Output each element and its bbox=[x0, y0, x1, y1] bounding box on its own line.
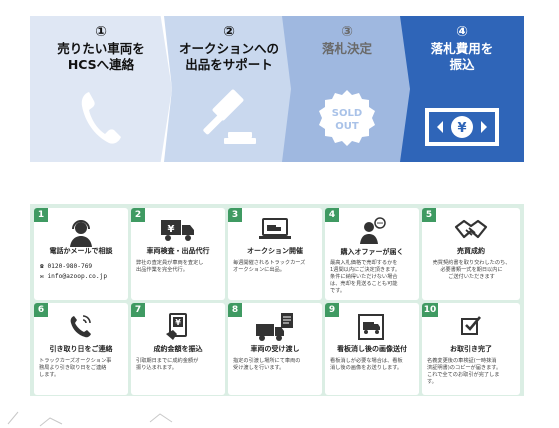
step-number: ① bbox=[95, 24, 107, 40]
phone-number: ☎ 0120-980-769 bbox=[40, 263, 93, 270]
truck-photo-icon bbox=[358, 314, 384, 340]
step-number-badge: 4 bbox=[325, 208, 339, 222]
svg-text:¥: ¥ bbox=[175, 318, 181, 327]
contact-info: ☎ 0120-980-769 ✉ info@azoop.co.jp bbox=[40, 262, 125, 282]
flow-step-4: 4 購入オファーが届く 最高入札価格で売却するかを 1週間以内にご決定頂きます。… bbox=[325, 208, 419, 300]
step-number-badge: 1 bbox=[34, 208, 48, 222]
laptop-truck-icon bbox=[259, 218, 291, 239]
step-title: 電話かメールで相談 bbox=[49, 247, 113, 255]
step-title: 引き取り日をご連絡 bbox=[49, 345, 113, 353]
process-steps-banner: ① 売りたい車両を HCSへ連絡 ② オークションへの 出品をサポート ③ 落札… bbox=[30, 16, 524, 162]
operator-headset-icon bbox=[70, 220, 92, 247]
step-title: お取引き完了 bbox=[450, 345, 492, 353]
sold-out-badge: SOLD OUT bbox=[319, 90, 375, 146]
atm-yen-icon: ¥ bbox=[166, 313, 187, 340]
flow-step-9: 9 看板消し後の画像送付 看板消しが必要な場合は、看板 消し後の画像をお送りしま… bbox=[325, 303, 419, 395]
step-description: トラックカーズオークション事 務局より引き取り日をご連絡 します。 bbox=[39, 358, 112, 378]
step-title: 売買成約 bbox=[457, 247, 485, 255]
step-number-badge: 2 bbox=[131, 208, 145, 222]
step-number: ② bbox=[223, 24, 235, 40]
step-title: 車両検査・出品代行 bbox=[146, 247, 210, 255]
step-description: 引取期日までに成約金額が 振り込まれます。 bbox=[136, 358, 199, 371]
step-1-contact: ① 売りたい車両を HCSへ連絡 bbox=[30, 16, 172, 162]
phone-call-icon bbox=[70, 315, 91, 338]
step-title: 看板消し後の画像送付 bbox=[337, 345, 407, 353]
truck-yen-icon: ¥ bbox=[161, 220, 194, 241]
flow-step-10: 10 お取引き完了 名義変更後の車検証(一時抹消 済証明書)のコピーが届きます。… bbox=[422, 303, 520, 395]
decorative-strokes bbox=[7, 411, 173, 427]
step-description: 名義変更後の車検証(一時抹消 済証明書)のコピーが届きます。 これで全てのお取引… bbox=[427, 358, 502, 385]
flow-step-6: 6 引き取り日をご連絡 トラックカーズオークション事 務局より引き取り日をご連絡… bbox=[34, 303, 128, 395]
flow-step-3: 3 オークション開催 毎週開催されるトラックカーズ オークションに出品。 bbox=[228, 208, 322, 300]
flow-step-8: 8 車両の受け渡し 指定の引渡し場所にて車両の 受け渡しを行います。 bbox=[228, 303, 322, 395]
step-title: 落札費用を 振込 bbox=[430, 41, 494, 72]
truck-document-icon bbox=[256, 313, 293, 341]
step-description: 最高入札価格で売却するかを 1週間以内にご決定頂きます。 条件に納得いただけない… bbox=[330, 260, 401, 294]
step-title: オークションへの 出品をサポート bbox=[178, 41, 279, 72]
transaction-flow-grid: 1 電話かメールで相談 ☎ 0120-980-769 ✉ info@azoop.… bbox=[30, 204, 524, 396]
step-title: オークション開催 bbox=[247, 247, 303, 255]
person-chat-icon bbox=[360, 217, 386, 244]
step-title: 車両の受け渡し bbox=[250, 345, 300, 353]
flow-step-1: 1 電話かメールで相談 ☎ 0120-980-769 ✉ info@azoop.… bbox=[34, 208, 128, 300]
step-title: 落札決定 bbox=[321, 41, 372, 56]
step-number-badge: 9 bbox=[325, 303, 339, 317]
checkbox-icon bbox=[461, 316, 481, 335]
step-description: 売買契約書を取り交わしたのち、 必要書類一式を期日以内に ご送付いただきます bbox=[432, 260, 511, 280]
svg-text:SOLD: SOLD bbox=[332, 108, 362, 119]
yen-banknote-icon: ¥ bbox=[425, 108, 499, 146]
step-description: 弊社の査定員が車両を査定し 出品作業を完全代行。 bbox=[136, 260, 204, 273]
step-number-badge: 3 bbox=[228, 208, 242, 222]
svg-text:¥: ¥ bbox=[168, 224, 175, 235]
gavel-icon bbox=[203, 89, 256, 144]
step-3-winning-bid: ③ 落札決定 SOLD OUT bbox=[282, 16, 412, 162]
flow-step-2: 2 ¥ 車両検査・出品代行 弊社の査定員が車両を査定し 出品作業を完全代行。 bbox=[131, 208, 225, 300]
svg-text:¥: ¥ bbox=[457, 121, 466, 136]
step-number-badge: 6 bbox=[34, 303, 48, 317]
email-address: ✉ info@azoop.co.jp bbox=[40, 273, 108, 280]
step-2-listing-support: ② オークションへの 出品をサポート bbox=[164, 16, 294, 162]
step-4-payment: ④ 落札費用を 振込 ¥ bbox=[400, 16, 524, 162]
step-title: 売りたい車両を HCSへ連絡 bbox=[57, 41, 145, 72]
step-description: 指定の引渡し場所にて車両の 受け渡しを行います。 bbox=[233, 358, 301, 371]
step-description: 看板消しが必要な場合は、看板 消し後の画像をお送りします。 bbox=[330, 358, 403, 371]
flow-step-5: 5 売買成約 売買契約書を取り交わしたのち、 必要書類一式を期日以内に ご送付い… bbox=[422, 208, 520, 300]
svg-text:OUT: OUT bbox=[335, 121, 359, 132]
step-number-badge: 8 bbox=[228, 303, 242, 317]
step-title: 購入オファーが届く bbox=[340, 248, 404, 256]
step-title: 成約金額を振込 bbox=[153, 345, 203, 353]
step-number-badge: 7 bbox=[131, 303, 145, 317]
step-description: 毎週開催されるトラックカーズ オークションに出品。 bbox=[233, 260, 306, 273]
step-number-badge: 10 bbox=[422, 303, 438, 317]
step-number: ③ bbox=[341, 24, 353, 40]
step-number-badge: 5 bbox=[422, 208, 436, 222]
step-number: ④ bbox=[456, 24, 468, 40]
phone-icon bbox=[81, 92, 121, 144]
handshake-icon bbox=[454, 219, 488, 239]
flow-step-7: 7 ¥ 成約金額を振込 引取期日までに成約金額が 振り込まれます。 bbox=[131, 303, 225, 395]
